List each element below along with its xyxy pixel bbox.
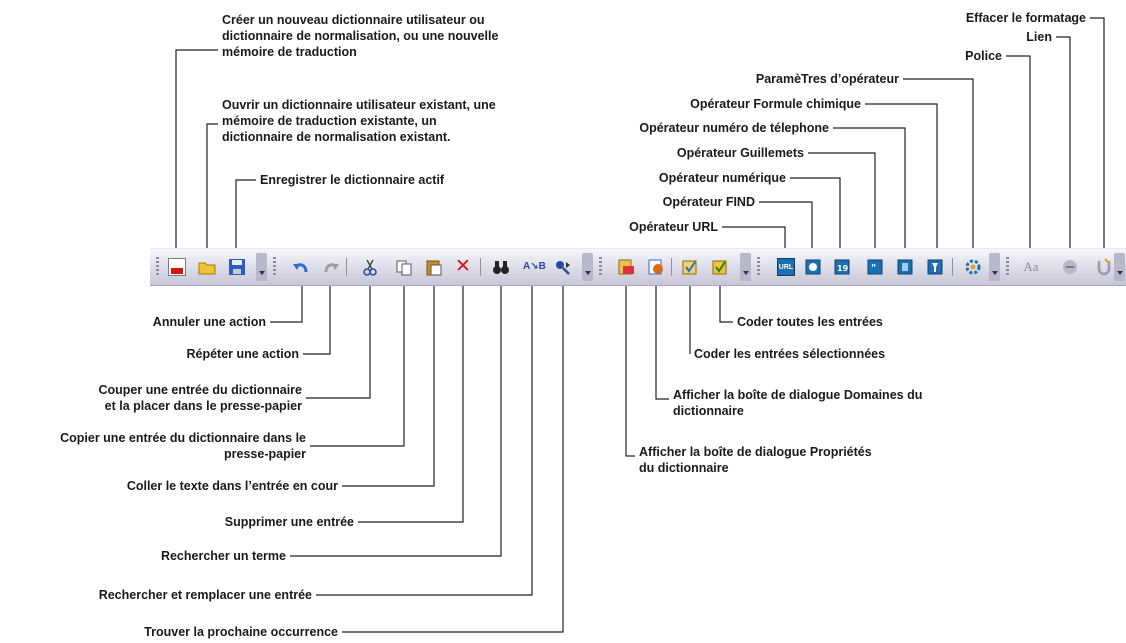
label-redo: Répéter une action <box>186 347 299 361</box>
redo-icon[interactable] <box>322 258 340 276</box>
label-clear-formatting: Effacer le formatage <box>965 11 1086 25</box>
find-replace-icon[interactable]: A↘B <box>523 261 546 272</box>
toolbar-grip[interactable] <box>599 257 602 277</box>
line-phone <box>833 127 906 258</box>
line-paste <box>342 278 435 487</box>
label-paste: Coller le texte dans l’entrée en cour <box>126 479 338 493</box>
label-save-dictionary: Enregistrer le dictionnaire actif <box>260 173 445 187</box>
label-operator-settings: ParamèTres d’opérateur <box>755 72 899 86</box>
delete-x-icon[interactable]: ✕ <box>455 256 471 277</box>
toolbar-separator <box>952 258 953 276</box>
new-document-icon[interactable] <box>168 258 186 276</box>
label-find-operator: Opérateur FIND <box>662 195 755 209</box>
label-open-dictionary: Ouvrir un dictionnaire utilisateur exist… <box>222 98 496 144</box>
label-url-operator: Opérateur URL <box>629 220 718 234</box>
find-operator-icon[interactable] <box>804 258 822 276</box>
code-all-icon[interactable] <box>711 258 729 276</box>
line-undo <box>270 278 303 323</box>
phone-operator-icon[interactable] <box>896 258 914 276</box>
toolbar-overflow-button[interactable] <box>582 253 593 281</box>
undo-icon[interactable] <box>292 258 310 276</box>
toolbar-grip[interactable] <box>1006 257 1009 277</box>
line-new <box>175 49 218 258</box>
label-link: Lien <box>1026 30 1052 44</box>
label-new-dictionary: Créer un nouveau dictionnaire utilisateu… <box>222 13 499 59</box>
dictionary-domains-icon[interactable] <box>647 258 665 276</box>
binoculars-find-icon[interactable] <box>492 258 510 276</box>
label-delete: Supprimer une entrée <box>224 515 354 529</box>
line-replace <box>316 278 533 596</box>
toolbar-separator <box>346 258 347 276</box>
line-clear <box>1090 17 1105 258</box>
line-code-all <box>719 278 733 323</box>
line-find <box>290 278 502 557</box>
label-find-replace: Rechercher et remplacer une entrée <box>98 588 312 602</box>
line-domains <box>655 278 669 400</box>
link-icon[interactable] <box>1061 258 1079 276</box>
cut-scissors-icon[interactable] <box>361 258 379 276</box>
paste-clipboard-icon[interactable] <box>425 258 443 276</box>
font-icon[interactable]: Aa <box>1023 259 1039 274</box>
line-numeric <box>790 177 841 258</box>
toolbar-separator <box>480 258 481 276</box>
line-link <box>1056 36 1071 258</box>
line-copy <box>310 278 405 447</box>
numeric-operator-icon[interactable]: 19 <box>833 258 851 276</box>
toolbar-separator <box>671 258 672 276</box>
operator-settings-gear-icon[interactable] <box>964 258 982 276</box>
toolbar-grip[interactable] <box>156 257 159 277</box>
line-cut <box>306 278 371 399</box>
label-chemical-operator: Opérateur Formule chimique <box>690 97 861 111</box>
quotes-operator-icon[interactable]: " <box>866 258 884 276</box>
svg-text:": " <box>871 263 876 274</box>
label-undo: Annuler une action <box>152 315 266 329</box>
label-code-all: Coder toutes les entrées <box>737 315 883 329</box>
line-open <box>206 123 218 258</box>
label-domains-dialog: Afficher la boîte de dialogue Domaines d… <box>673 388 923 418</box>
label-find-term: Rechercher un terme <box>160 549 286 563</box>
toolbar-overflow-button[interactable] <box>256 253 267 281</box>
label-phone-operator: Opérateur numéro de télephone <box>639 121 829 135</box>
line-quotes <box>808 152 876 258</box>
line-params <box>903 78 974 258</box>
open-folder-icon[interactable] <box>198 258 216 276</box>
line-save <box>235 179 256 258</box>
dictionary-toolbar: ✕ A↘B URL 19 <box>150 248 1126 286</box>
toolbar-overflow-button[interactable] <box>989 253 1000 281</box>
toolbar-overflow-button[interactable] <box>1114 253 1125 281</box>
line-chem <box>865 103 938 258</box>
label-copy: Copier une entrée du dictionnaire dans l… <box>60 431 306 461</box>
clear-formatting-icon[interactable] <box>1095 258 1113 276</box>
label-cut: Couper une entrée du dictionnaire et la … <box>98 383 303 413</box>
chemical-operator-icon[interactable] <box>926 258 944 276</box>
label-code-selected: Coder les entrées sélectionnées <box>694 347 886 361</box>
label-find-next: Trouver la prochaine occurrence <box>144 625 338 639</box>
save-disk-icon[interactable] <box>228 258 246 276</box>
line-url <box>722 226 786 258</box>
label-quotes-operator: Opérateur Guillemets <box>676 146 804 160</box>
code-selected-icon[interactable] <box>681 258 699 276</box>
toolbar-grip[interactable] <box>273 257 276 277</box>
line-redo <box>303 278 331 355</box>
label-properties-dialog: Afficher la boîte de dialogue Propriétés… <box>639 445 872 475</box>
line-properties <box>625 278 635 457</box>
toolbar-overflow-button[interactable] <box>740 253 751 281</box>
line-font <box>1006 55 1031 258</box>
label-font: Police <box>965 49 1002 63</box>
line-find-op <box>759 201 813 258</box>
label-numeric-operator: Opérateur numérique <box>658 171 786 185</box>
line-delete <box>358 278 464 523</box>
dictionary-properties-icon[interactable] <box>617 258 635 276</box>
copy-icon[interactable] <box>395 258 413 276</box>
find-next-icon[interactable] <box>554 258 572 276</box>
url-operator-icon[interactable]: URL <box>777 258 795 276</box>
toolbar-grip[interactable] <box>757 257 760 277</box>
line-next <box>342 278 564 633</box>
svg-text:19: 19 <box>837 264 849 273</box>
